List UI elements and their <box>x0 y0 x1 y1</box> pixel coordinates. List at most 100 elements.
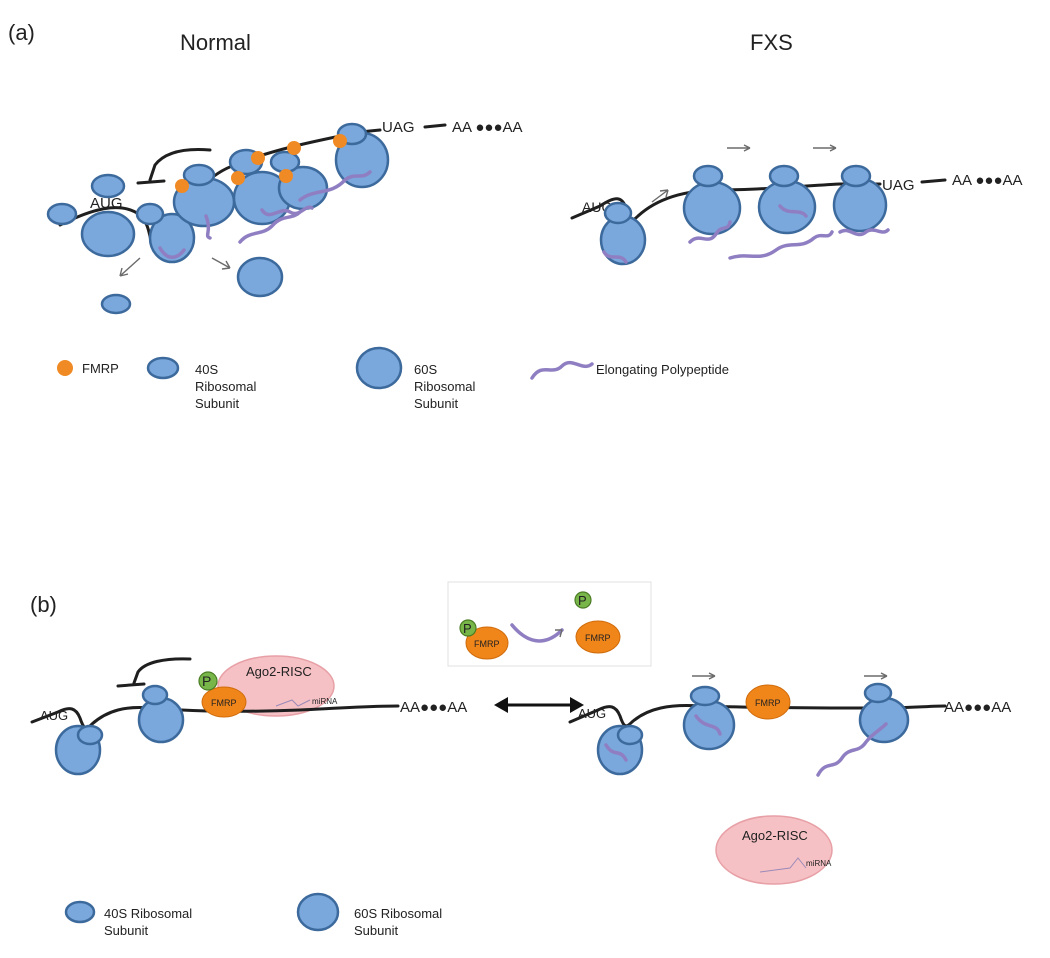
repressed-fmrp-label: FMRP <box>211 698 237 708</box>
legend-b-60s-icon <box>296 892 340 932</box>
inset-phospho-label: P <box>463 621 472 636</box>
elongation-arrow <box>813 144 837 152</box>
normal-polypeptide <box>204 214 212 240</box>
equilibrium-arrowhead-left <box>494 697 508 713</box>
normal-polypeptide <box>238 210 302 244</box>
legend-40s-label-line2: Ribosomal <box>195 379 257 394</box>
active-40s-subunit <box>689 685 721 707</box>
normal-stop-codon: UAG <box>382 119 415 136</box>
free-40s-subunit <box>46 202 78 226</box>
fmrp-dot <box>333 134 347 148</box>
repression-symbol <box>132 657 192 685</box>
fxs-40s-subunit <box>840 164 872 188</box>
active-translation-scheme: AUG AA●●●AA FMRP Ago2-RISC miRNA <box>568 672 1011 885</box>
repressed-phospho-label: P <box>202 673 211 689</box>
legend-40s-label-line3: Subunit <box>195 396 239 411</box>
active-60s-subunit <box>858 696 910 744</box>
elongation-arrow <box>651 189 669 203</box>
mirna-strand <box>275 699 311 707</box>
free-40s-subunit <box>90 173 126 199</box>
normal-repression-bar <box>136 179 166 185</box>
normal-translation-scheme: AUG UAG AA ●●●AA <box>46 119 523 315</box>
legend-60s-label-line3: Subunit <box>414 396 458 411</box>
inset-conversion-arrow <box>510 623 564 643</box>
normal-repression-symbol <box>148 148 212 182</box>
fmrp-dot <box>287 141 301 155</box>
ago2-risc-label: Ago2-RISC <box>246 664 312 679</box>
repressed-40s-subunit <box>76 724 104 746</box>
fxs-polypeptide <box>688 220 732 244</box>
fxs-stop-codon: UAG <box>882 177 915 194</box>
panel-b-legend: 40S Ribosomal Subunit 60S Ribosomal Subu… <box>64 892 442 938</box>
stalled-40s-subunit <box>135 202 165 226</box>
inset-free-phospho-label: P <box>578 593 587 608</box>
elongation-arrow <box>727 144 751 152</box>
released-mirna-strand <box>759 857 807 873</box>
active-40s-subunit <box>863 682 893 704</box>
repressed-translation-scheme: Ago2-RISC miRNA AUG AA●●●AA FMRP P <box>30 655 467 776</box>
normal-mrna-tail <box>423 123 447 129</box>
equilibrium-arrowhead-right <box>570 697 584 713</box>
inset-phospho-group <box>459 619 477 637</box>
fxs-polypeptide <box>778 204 808 218</box>
legend-polypeptide-icon <box>530 360 594 380</box>
fxs-polypeptide <box>838 228 890 237</box>
dissociation-arrow <box>119 257 141 277</box>
dissociating-60s-subunit <box>236 256 284 298</box>
repressed-60s-subunit <box>137 696 185 744</box>
inset-fmrp-dephosphorylated <box>575 620 621 654</box>
repressed-mrna-strand <box>30 704 400 730</box>
active-polya-tail: AA●●●AA <box>944 699 1011 716</box>
fmrp-dot <box>231 171 245 185</box>
normal-polya-tail: AA ●●●AA <box>452 119 523 136</box>
released-ago2-risc-label: Ago2-RISC <box>742 828 808 843</box>
legend-40s-label-line1: 40S <box>195 362 218 377</box>
fxs-40s-subunit <box>768 164 800 188</box>
phosphorylation-inset: FMRP P FMRP P <box>447 581 652 667</box>
inset-fmrp-label: FMRP <box>474 639 500 649</box>
legend-60s-label-line1: 60S <box>414 362 437 377</box>
inset-fmrp-phosphorylated <box>465 626 509 660</box>
legend-60s-label-line2: Ribosomal <box>414 379 476 394</box>
fxs-translation-scheme: AUG UAG AA ●●●AA <box>570 144 1023 266</box>
normal-polypeptide <box>260 205 314 217</box>
legend-b-60s-line2: Subunit <box>354 923 398 938</box>
normal-polypeptide <box>298 170 372 202</box>
legend-60s-icon <box>355 346 403 390</box>
legend-40s-icon <box>146 356 180 380</box>
stalled-40s-subunit <box>182 163 216 187</box>
fxs-40s-subunit <box>603 201 633 225</box>
normal-polypeptide <box>158 246 186 259</box>
normal-title: Normal <box>180 30 251 55</box>
legend-fmrp-icon <box>57 360 73 376</box>
inset-conversion-arrowhead <box>555 629 563 638</box>
released-mirna-label: miRNA <box>806 859 832 868</box>
normal-start-codon: AUG <box>90 195 123 212</box>
inset-free-phospho-group <box>574 591 592 609</box>
repressed-start-codon: AUG <box>40 708 68 723</box>
fmrp-dot <box>251 151 265 165</box>
fxs-polypeptide <box>602 250 628 264</box>
elongation-arrow <box>692 672 716 680</box>
inset-fmrp-label-2: FMRP <box>585 633 611 643</box>
dissociating-40s-subunit <box>100 293 132 315</box>
active-polypeptide <box>694 714 722 736</box>
fxs-60s-subunit <box>757 179 817 235</box>
stalled-40s-subunit <box>269 150 301 174</box>
fxs-title: FXS <box>750 30 793 55</box>
ago2-risc-complex <box>217 655 335 717</box>
released-ago2-risc-complex <box>715 815 833 885</box>
legend-b-40s-icon <box>64 900 96 924</box>
fxs-60s-subunit <box>682 180 742 236</box>
panel-a-legend: FMRP 40S Ribosomal Subunit 60S Ribosomal… <box>57 346 729 411</box>
legend-polypeptide-label: Elongating Polypeptide <box>596 362 729 377</box>
active-polypeptide <box>604 743 628 762</box>
active-start-codon: AUG <box>578 706 606 721</box>
fxs-polypeptide <box>728 230 834 260</box>
mirna-label: miRNA <box>312 697 338 706</box>
active-fmrp-label: FMRP <box>755 698 781 708</box>
panel-a-label: (a) <box>8 20 35 45</box>
fxs-polya-tail: AA ●●●AA <box>952 172 1023 189</box>
legend-b-40s-line2: Subunit <box>104 923 148 938</box>
active-40s-subunit <box>616 724 644 746</box>
